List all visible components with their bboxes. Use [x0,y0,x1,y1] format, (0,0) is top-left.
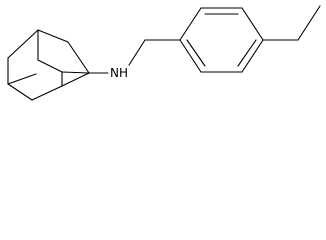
double-bond-inner [186,39,206,67]
bond [179,7,202,41]
bond [61,72,90,87]
bond [241,7,264,41]
bond [37,29,69,43]
adamantyl-cage [7,29,90,101]
benzene-ring [179,7,264,73]
bond-n-ch2 [128,39,146,66]
bond [179,39,202,73]
ethyl-group [262,5,321,41]
bond [241,39,264,73]
bond [297,5,321,41]
bond [7,29,39,59]
bond [7,83,33,101]
chemical-structure: NH [7,5,321,101]
bond [61,71,90,74]
amine-label: NH [110,66,128,80]
bond [31,85,63,101]
bond [67,41,90,74]
bond [37,59,63,73]
double-bond-inner [237,39,257,67]
bond [7,73,37,85]
